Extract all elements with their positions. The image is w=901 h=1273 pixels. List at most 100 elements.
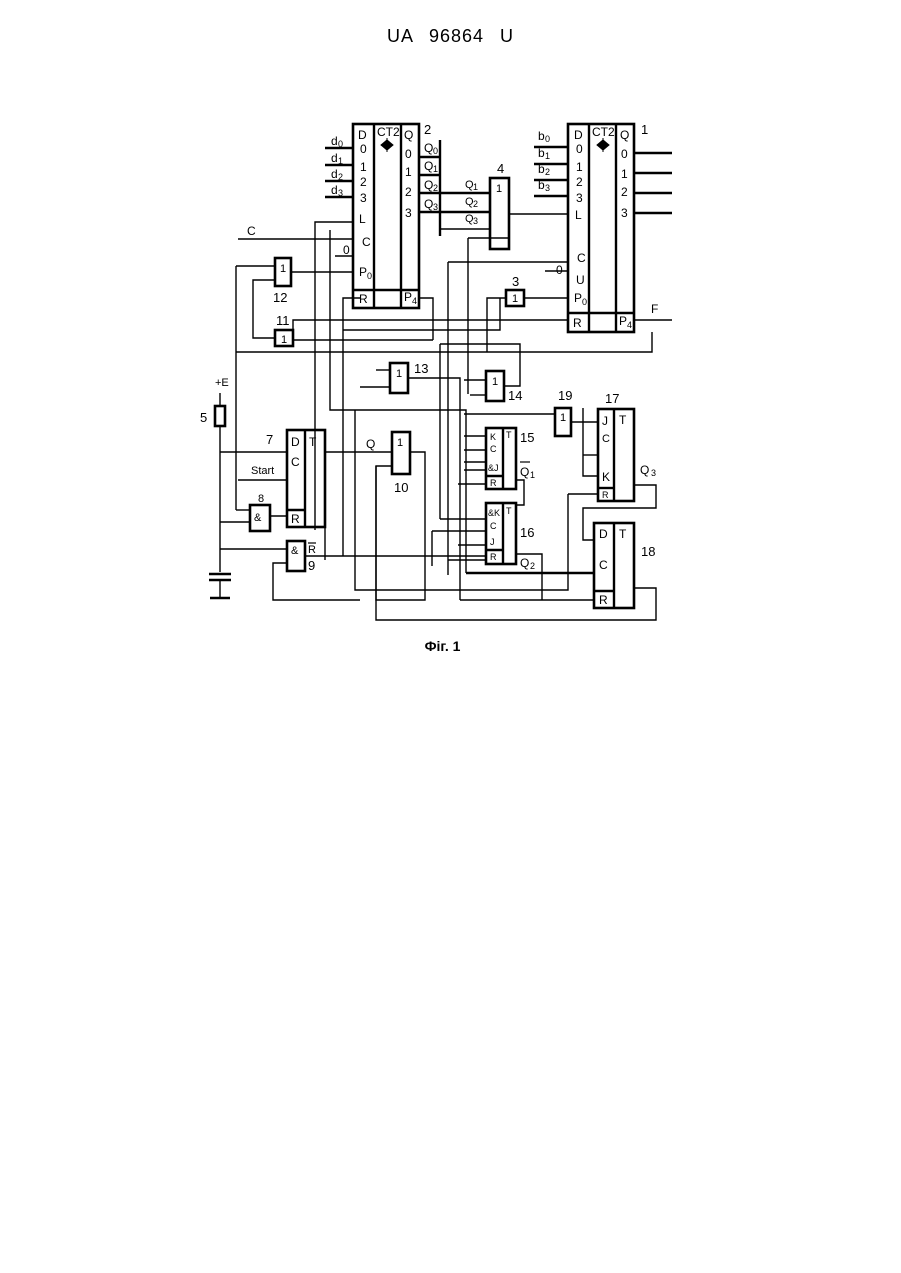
or19-symbol: 1: [560, 412, 566, 424]
counter1-load: L: [575, 208, 582, 222]
q3-label: Q: [640, 463, 649, 477]
and-gate-8: & 8: [236, 493, 270, 531]
c-input-label: C: [247, 224, 256, 238]
b2-sub: 2: [545, 167, 550, 177]
block-number-5: 5: [200, 410, 207, 425]
counter1-d2: 2: [576, 175, 583, 189]
or13-symbol: 1: [396, 368, 402, 380]
counter-1: D CT2 Q 0 1 2 3 L C U P 0 R 0 1 2 3 P 4 …: [545, 122, 648, 332]
ff18-r: R: [599, 593, 608, 607]
d3-sub: 3: [338, 188, 343, 198]
ff15-k: K: [490, 432, 496, 442]
ff7-r: R: [291, 512, 300, 526]
block-number-12: 12: [273, 290, 287, 305]
counter2-d3: 3: [360, 191, 367, 205]
q1-sub: 1: [433, 164, 438, 174]
and8-symbol: &: [254, 512, 262, 524]
counter2-q3: 3: [405, 206, 412, 220]
plus-e-label: +E: [215, 377, 229, 389]
b3-label: b: [538, 178, 545, 192]
counter1-q-label: Q: [620, 128, 629, 142]
block-number-15: 15: [520, 430, 534, 445]
counter2-zero: 0: [343, 243, 350, 257]
counter1-p4: P: [619, 314, 627, 328]
block-number-2: 2: [424, 122, 431, 137]
ff7-c: C: [291, 455, 300, 469]
counter2-p4: P: [404, 290, 412, 304]
r-bar-label: R: [308, 544, 316, 556]
figure-caption: Фіг. 1: [0, 638, 885, 654]
counter1-p0-sub: 0: [582, 297, 587, 307]
or4-q2-sub: 2: [473, 199, 478, 209]
counter1-p4-sub: 4: [627, 320, 632, 330]
counter2-p0-sub: 0: [367, 271, 372, 281]
b2-label: b: [538, 162, 545, 176]
q1-bar-label: Q: [520, 465, 529, 479]
ff16-j: J: [490, 537, 495, 547]
counter2-q2: 2: [405, 185, 412, 199]
or-gate-14: 1 14: [440, 344, 522, 403]
ff17-c: C: [602, 433, 610, 445]
ff15-t: T: [506, 430, 512, 440]
counter2-q-label: Q: [404, 128, 413, 142]
d2-label: d: [331, 167, 338, 181]
ff17-j: J: [602, 414, 608, 428]
block-number-1: 1: [641, 122, 648, 137]
block-number-14: 14: [508, 388, 522, 403]
counter1-d-label: D: [574, 128, 583, 142]
counter2-q-outputs: Q0 Q1 Q2 Q3 Q1 Q2 Q3: [419, 140, 490, 236]
q2-sub: 2: [530, 561, 535, 571]
block-number-18: 18: [641, 544, 655, 559]
counter1-d3: 3: [576, 191, 583, 205]
d0-sub: 0: [338, 139, 343, 149]
ff15-and-j: &J: [488, 463, 499, 473]
ff16-r: R: [490, 552, 497, 562]
counter1-u-zero: 0: [556, 263, 563, 277]
counter1-q3: 3: [621, 206, 628, 220]
resistor-5: [215, 406, 225, 426]
block-number-11: 11: [276, 313, 290, 328]
counter1-d0: 0: [576, 142, 583, 156]
q3-label: Q: [424, 197, 433, 211]
d1-sub: 1: [338, 156, 343, 166]
block-number-16: 16: [520, 525, 534, 540]
b3-sub: 3: [545, 183, 550, 193]
counter2-clock: C: [362, 235, 371, 249]
or-gate-4: 1 4: [490, 161, 568, 249]
b0-sub: 0: [545, 134, 550, 144]
ff17-r: R: [602, 490, 609, 500]
block-number-17: 17: [605, 391, 619, 406]
q3-sub: 3: [433, 202, 438, 212]
d1-label: d: [331, 151, 338, 165]
counter1-type-label: CT2: [592, 125, 615, 139]
start-input-label: Start: [251, 465, 274, 477]
counter2-q0: 0: [405, 147, 412, 161]
ff17-k: K: [602, 470, 610, 484]
block-number-9: 9: [308, 558, 315, 573]
or3-symbol: 1: [512, 293, 518, 305]
counter1-q0: 0: [621, 147, 628, 161]
q0-sub: 0: [433, 146, 438, 156]
block-number-19: 19: [558, 388, 572, 403]
or4-q1-sub: 1: [473, 182, 478, 192]
counter2-q1: 1: [405, 165, 412, 179]
ff15-r: R: [490, 478, 497, 488]
counter2-d-label: D: [358, 128, 367, 142]
counter1-p0: P: [574, 291, 582, 305]
b0-label: b: [538, 129, 545, 143]
block-number-8: 8: [258, 493, 264, 505]
q-signal-label: Q: [366, 437, 375, 451]
ff7-d: D: [291, 435, 300, 449]
q2-label: Q: [424, 178, 433, 192]
or14-symbol: 1: [492, 376, 498, 388]
b1-label: b: [538, 146, 545, 160]
counter2-d1: 1: [360, 160, 367, 174]
counter1-d1: 1: [576, 160, 583, 174]
or4-symbol: 1: [496, 183, 502, 195]
or-gate-13: 1 13: [360, 361, 460, 600]
counter1-up: U: [576, 273, 585, 287]
q0-label: Q: [424, 141, 433, 155]
power-rc: +E 5: [200, 377, 287, 598]
block-number-4: 4: [497, 161, 504, 176]
